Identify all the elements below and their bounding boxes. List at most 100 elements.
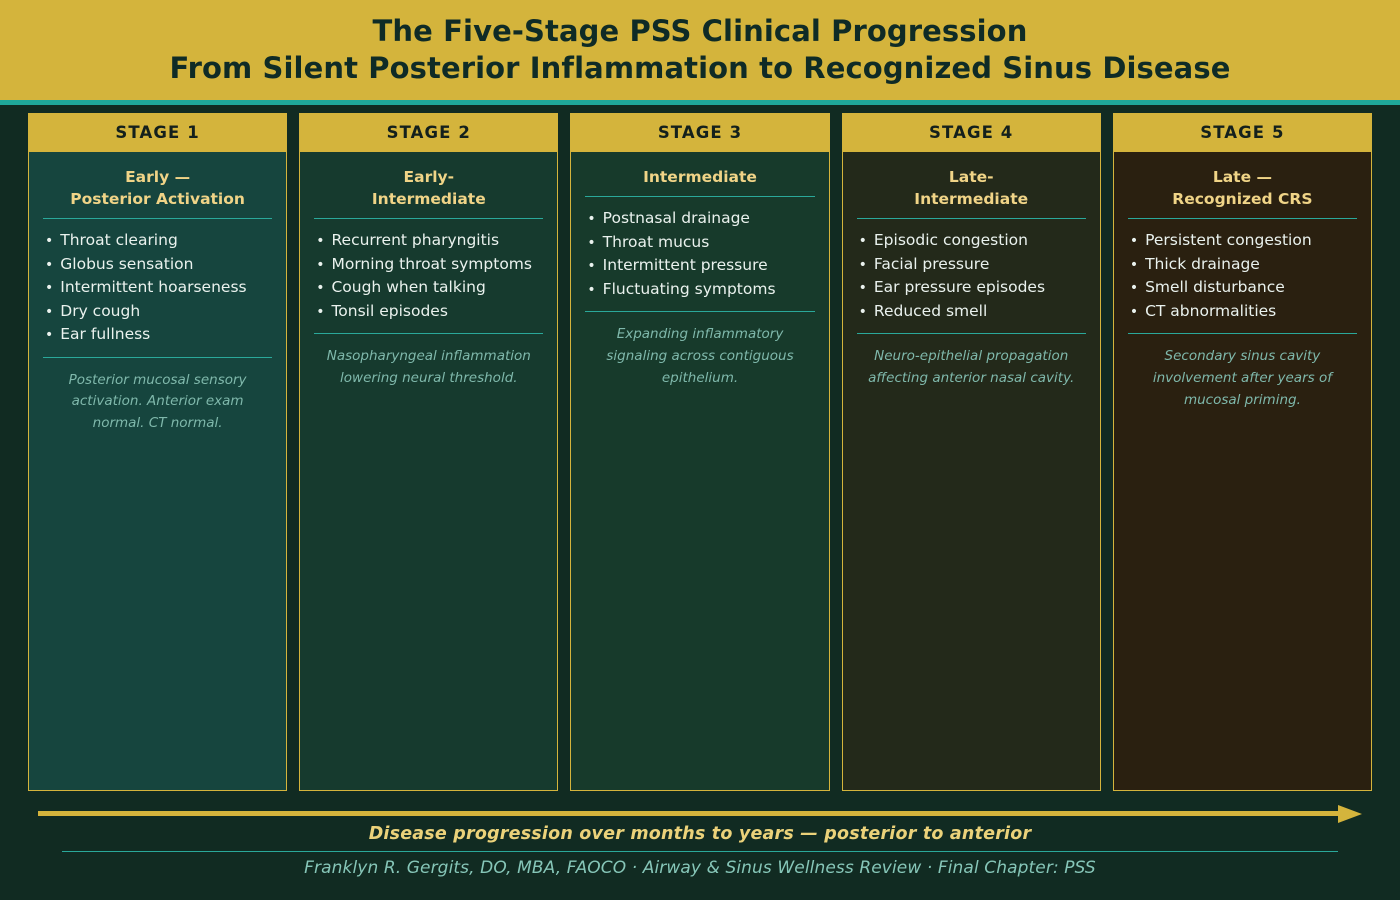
symptom-label: Globus sensation [60,254,194,273]
symptom-item: • Cough when talking [314,276,543,300]
symptom-list-3: •Postnasal drainage•Throat mucus•Intermi… [585,207,814,301]
symptom-label: Cough when talking [331,278,486,296]
bullet-icon: • [587,211,596,227]
stage-mechanism-2: Nasopharyngeal inflammation lowering neu… [326,348,531,386]
bullet-icon: • [1129,303,1139,320]
symptom-list-2: •Recurrent pharyngitis • Morning throat sy… [314,229,543,323]
stage-card-body-4: Late- Intermediate • Episodic congestion • F… [842,152,1100,790]
page-footer: Disease progression over months to years… [0,798,1400,900]
stage-card-2[interactable]: STAGE 2 Early- Intermediate •Recurrent pha… [299,113,559,791]
symptom-label: CT abnormalities [1145,301,1277,320]
stage-card-body-5: Late — Recognized CRS • Persistent congest… [1113,152,1372,790]
teal-accent-bar [0,100,1400,105]
symptom-label: Postnasal drainage [602,209,750,227]
stage-title-4: Late- Intermediate [914,168,1029,208]
stage-divider-top-1 [43,218,273,219]
stage-divider-top-3 [585,196,815,197]
bullet-icon: • [1129,256,1139,273]
stage-divider-bottom-3 [585,311,815,312]
bullet-icon: • [316,256,325,273]
arrow-shaft-icon [38,811,1338,816]
symptom-label: Episodic congestion [873,231,1028,249]
bullet-icon: • [45,256,54,273]
bullet-icon: • [45,233,54,249]
stage-divider-top-2 [314,218,544,219]
symptom-label: Dry cough [60,301,141,320]
stage-divider-top-4 [856,218,1086,219]
footer-divider [62,851,1338,852]
symptom-list-4: • Episodic congestion • Facial pressure • Ear… [857,229,1086,323]
symptom-item: • Tonsil episodes [314,300,543,324]
stage-title-5: Late — Recognized CRS [1172,168,1313,208]
symptom-item: • Facial pressure [857,253,1086,277]
progression-arrow [38,805,1362,823]
progression-caption: Disease progression over months to years… [368,824,1032,844]
bullet-icon: • [858,280,867,296]
symptom-item: •Ear fullness [43,323,272,347]
symptom-item: • Fluctuating symptoms [585,278,814,302]
symptom-label: Facial pressure [873,254,990,273]
bullet-icon: • [45,280,54,296]
bullet-icon: • [45,327,54,343]
stage-divider-bottom-5 [1127,333,1358,334]
page-title-line-2: From Silent Posterior Inflammation to Re… [169,51,1231,85]
stage-mechanism-1: Posterior mucosal sensory activation. An… [68,371,247,432]
bullet-icon: • [1129,280,1139,296]
bullet-icon: • [858,303,867,320]
stage-mechanism-5: Secondary sinus cavity involvement after… [1152,348,1332,408]
stage-card-header-3: STAGE 3 [571,114,829,152]
symptom-item: • Throat clearing [43,229,272,253]
stage-card-4[interactable]: STAGE 4 Late- Intermediate • Episodic conge… [841,113,1101,791]
stage-card-header-5: STAGE 5 [1113,114,1372,152]
bullet-icon: • [316,280,325,296]
symptom-item: • Morning throat symptoms [314,253,543,277]
symptom-label: Throat mucus [602,232,710,251]
symptom-item: •Throat mucus [585,231,814,255]
symptom-label: Intermittent hoarseness [60,278,247,296]
stage-card-body-3: Intermediate•Postnasal drainage•Throat m… [571,152,829,790]
bullet-icon: • [1129,233,1139,249]
stage-card-body-1: Early — Posterior Activation•Throat clea… [29,152,287,790]
attribution-text: Franklyn R. Gergits, DO, MBA, FAOCO · Ai… [304,858,1096,878]
stage-card-5[interactable]: STAGE 5 Late — Recognized CRS • Persistent … [1112,113,1373,791]
symptom-label: Tonsil episodes [331,301,448,320]
stage-card-header-2: STAGE 2 [300,114,558,152]
symptom-label: Fluctuating symptoms [602,279,776,298]
page-header: The Five-Stage PSS Clinical Progression … [0,0,1400,100]
symptom-label: Throat clearing [60,231,178,249]
symptom-label: Ear pressure episodes [873,278,1046,296]
symptom-item: •Recurrent pharyngitis [314,229,543,253]
stage-mechanism-4: Neuro-epithelial propagation affecting a… [868,348,1075,386]
stage-divider-bottom-4 [856,333,1086,334]
bullet-icon: • [858,256,867,273]
symptom-item: • Persistent congestion [1128,229,1357,253]
symptom-item: • Reduced smell [857,300,1086,324]
symptom-label: Intermittent pressure [602,256,768,274]
symptom-item: • Dry cough [43,300,272,324]
symptom-list-1: • Throat clearing • Globus sensation • Interm… [43,229,272,347]
bullet-icon: • [316,303,325,320]
symptom-label: Persistent congestion [1145,231,1312,249]
bullet-icon: • [587,258,596,274]
symptom-item: •Thick drainage [1128,253,1357,277]
symptom-label: Morning throat symptoms [331,254,532,273]
symptom-item: • Postnasal drainage [585,207,814,231]
bullet-icon: • [587,281,596,298]
bullet-icon: • [858,233,867,249]
stage-card-header-4: STAGE 4 [842,114,1100,152]
symptom-list-5: •Persistent congestion•Thick drainage•Sm… [1128,229,1357,323]
symptom-item: • CT abnormalities [1128,300,1357,324]
stage-mechanism-3: Expanding inflammatory signaling across … [606,326,794,386]
stage-title-2: Early- Intermediate [371,168,486,208]
bullet-icon: • [45,303,54,320]
arrow-head-icon [1338,805,1362,823]
symptom-label: Smell disturbance [1145,278,1285,296]
symptom-item: • Ear pressure episodes [857,276,1086,300]
symptom-label: Reduced smell [873,301,988,320]
page-title-line-1: The Five-Stage PSS Clinical Progression [372,13,1028,48]
stage-divider-top-5 [1127,218,1358,219]
symptom-item: • Episodic congestion [857,229,1086,253]
